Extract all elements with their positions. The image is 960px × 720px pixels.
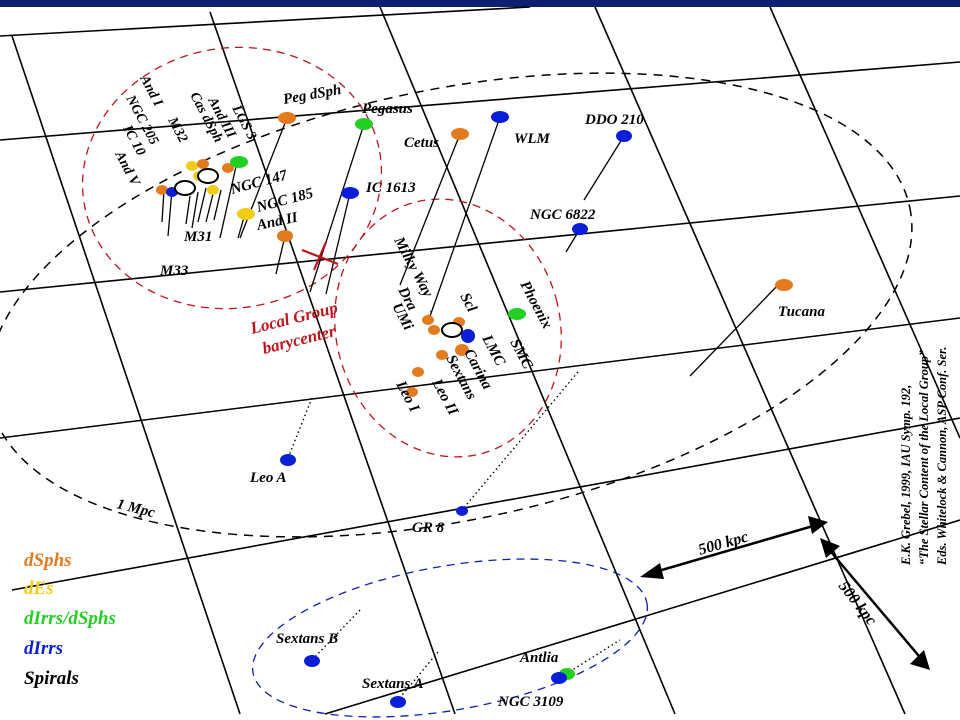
- lmc-marker: [461, 329, 475, 343]
- carina-marker: [436, 350, 448, 360]
- credit-line-2: “The Stellar Content of the Local Group”: [917, 349, 931, 565]
- label-ic1613: IC 1613: [365, 180, 416, 196]
- legend-dirrs-dsphs: dIrrs/dSphs: [24, 608, 116, 629]
- phoenix-marker: [508, 308, 526, 320]
- label-smc: SMC: [506, 336, 535, 372]
- m31-marker: [197, 168, 219, 184]
- antlia-sextans-group-circle: [251, 558, 649, 718]
- ngc205-marker: [186, 161, 198, 171]
- label-pegasus: Pegasus: [362, 101, 413, 117]
- and-iii-marker: [207, 185, 219, 195]
- ic1613-marker: [341, 187, 359, 199]
- smc-marker: [455, 344, 469, 356]
- grid: [0, 6, 960, 715]
- legend: dSphs dEs dIrrs/dSphs dIrrs Spirals: [24, 550, 116, 689]
- credit-line-3: Eds. Whitelock & Cannon, ASP Conf. Ser.: [935, 347, 949, 566]
- credit-block: E.K. Grebel, 1999, IAU Symp. 192, “The S…: [899, 347, 949, 566]
- label-sextans-a: Sextans A: [362, 676, 424, 692]
- wlm-marker: [491, 111, 509, 123]
- ngc147-marker: [237, 208, 255, 220]
- and-v-marker: [156, 185, 168, 195]
- dotted-drop-lines: [287, 309, 621, 701]
- legend-des: dEs: [24, 578, 54, 599]
- top-bar: [0, 0, 960, 7]
- cas-dsph-marker: [222, 163, 234, 173]
- label-m31: M31: [183, 229, 212, 245]
- umi-marker: [428, 325, 440, 335]
- label-leo-i: Leo I: [392, 377, 423, 415]
- label-sextans-b: Sextans B: [276, 631, 338, 647]
- label-scl: Scl: [456, 290, 480, 315]
- galaxy-labels: Peg dSph Pegasus Cetus WLM DDO 210 NGC 1…: [115, 82, 825, 710]
- scale-label-horizontal: 500 kpc: [696, 528, 750, 558]
- leo-ii-marker: [406, 387, 418, 397]
- sextans-marker: [412, 367, 424, 377]
- label-ngc3109: NGC 3109: [497, 694, 564, 710]
- label-antlia: Antlia: [519, 650, 559, 666]
- label-wlm: WLM: [514, 131, 551, 147]
- galaxy-markers: [156, 111, 793, 708]
- barycenter-marker: [301, 241, 339, 271]
- label-phoenix: Phoenix: [516, 278, 555, 332]
- peg-dsph-marker: [278, 112, 296, 124]
- and-i-marker: [197, 159, 209, 169]
- label-m33: M33: [159, 263, 189, 279]
- leo-a-marker: [280, 454, 296, 466]
- label-ddo210: DDO 210: [584, 112, 644, 128]
- sextans-b-marker: [304, 655, 320, 667]
- label-leo-a: Leo A: [249, 470, 287, 486]
- label-peg-dsph: Peg dSph: [282, 82, 343, 108]
- scale-bars: 500 kpc 500 kpc: [640, 516, 930, 670]
- label-m32: M32: [164, 114, 190, 145]
- label-ngc6822: NGC 6822: [529, 207, 596, 223]
- andromeda-subgroup-circle: [81, 46, 383, 310]
- dra-marker: [422, 315, 434, 325]
- label-cetus: Cetus: [404, 135, 439, 151]
- credit-line-1: E.K. Grebel, 1999, IAU Symp. 192,: [899, 385, 913, 566]
- pegasus-marker: [355, 118, 373, 130]
- gr8-marker: [456, 506, 468, 516]
- ddo210-marker: [616, 130, 632, 142]
- label-tucana: Tucana: [778, 304, 825, 320]
- sextans-a-marker: [390, 696, 406, 708]
- label-gr8: GR 8: [412, 520, 445, 536]
- milky-way-subgroup-circle: [334, 198, 562, 458]
- milky-way-marker: [441, 322, 463, 338]
- m33-marker: [174, 180, 196, 196]
- lgs3-marker: [230, 156, 248, 168]
- ngc3109-marker: [551, 672, 567, 684]
- legend-dsphs: dSphs: [24, 550, 72, 571]
- cetus-marker: [451, 128, 469, 140]
- ngc6822-marker: [572, 223, 588, 235]
- mpc-circle: [0, 72, 913, 538]
- legend-dirrs: dIrrs: [24, 638, 63, 659]
- tucana-marker: [775, 279, 793, 291]
- and-ii-marker: [277, 230, 293, 242]
- drop-lines: [161, 116, 779, 377]
- legend-spirals: Spirals: [24, 668, 79, 689]
